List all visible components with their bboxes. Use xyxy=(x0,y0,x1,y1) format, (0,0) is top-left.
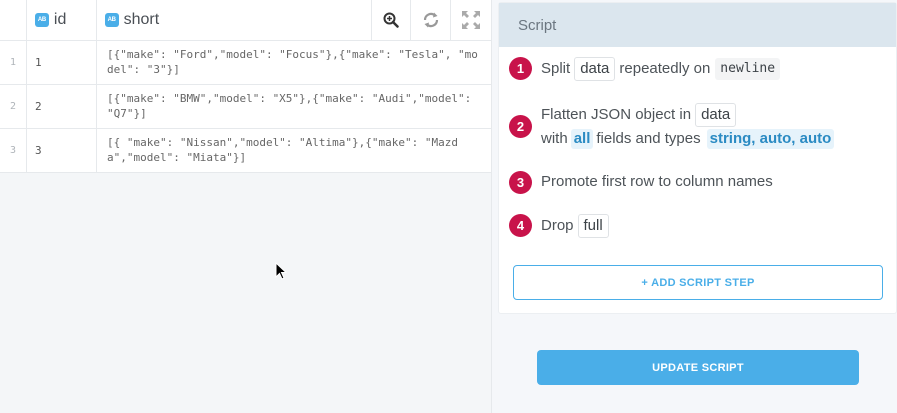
column-header-id[interactable]: AB id xyxy=(27,0,97,40)
row-index-header xyxy=(0,0,27,40)
row-index: 1 xyxy=(0,41,27,84)
fields-chip[interactable]: all xyxy=(570,129,594,149)
table-row[interactable]: 2 2 [{"make": "BMW","model": "X5"},{"mak… xyxy=(0,85,491,129)
data-grid: AB id AB short xyxy=(0,0,492,413)
column-chip[interactable]: full xyxy=(577,214,609,238)
delimiter-chip[interactable]: newline xyxy=(715,58,781,80)
step-text: repeatedly on xyxy=(619,60,711,77)
add-script-step-button[interactable]: + ADD SCRIPT STEP xyxy=(513,265,883,300)
column-header-short[interactable]: AB short xyxy=(97,0,372,40)
step-text: Split xyxy=(541,60,571,77)
script-step-3[interactable]: 3 Promote first row to column names xyxy=(509,171,773,194)
expand-icon xyxy=(462,11,481,29)
grid-rows: 1 1 [{"make": "Ford","model": "Focus"},{… xyxy=(0,41,491,173)
step-number-badge: 2 xyxy=(509,115,532,138)
zoom-button[interactable] xyxy=(372,0,412,40)
step-number-badge: 3 xyxy=(509,171,532,194)
table-row[interactable]: 1 1 [{"make": "Ford","model": "Focus"},{… xyxy=(0,41,491,85)
column-chip[interactable]: data xyxy=(695,103,737,127)
script-panel-header: Script xyxy=(499,3,896,47)
cell-id[interactable]: 3 xyxy=(27,129,97,172)
script-step-2[interactable]: 2 Flatten JSON object in data with all f… xyxy=(509,103,837,150)
step-text: Drop xyxy=(541,217,574,234)
panel-title: Script xyxy=(518,16,557,34)
script-panel: Script 1 Split data repeatedly on newlin… xyxy=(498,2,897,314)
update-script-button[interactable]: UPDATE SCRIPT xyxy=(537,350,859,385)
column-name: short xyxy=(123,11,160,28)
types-chip[interactable]: string, auto, auto xyxy=(706,129,835,149)
script-step-1[interactable]: 1 Split data repeatedly on newline xyxy=(509,57,781,81)
refresh-icon xyxy=(423,12,438,28)
cell-id[interactable]: 2 xyxy=(27,85,97,128)
expand-button[interactable] xyxy=(451,0,491,40)
step-number-badge: 1 xyxy=(509,57,532,80)
mouse-cursor-icon xyxy=(275,262,288,280)
script-step-4[interactable]: 4 Drop full xyxy=(509,214,613,238)
step-number-badge: 4 xyxy=(509,214,532,237)
step-text: with xyxy=(541,130,568,147)
cell-id[interactable]: 1 xyxy=(27,41,97,84)
refresh-button[interactable] xyxy=(411,0,452,40)
string-type-icon: AB xyxy=(34,13,49,27)
column-name: id xyxy=(53,11,67,28)
step-text: Flatten JSON object in xyxy=(541,106,692,123)
cell-short[interactable]: [{"make": "Ford","model": "Focus"},{"mak… xyxy=(107,48,478,76)
row-index: 2 xyxy=(0,85,27,128)
table-row[interactable]: 3 3 [{ "make": "Nissan","model": "Altima… xyxy=(0,129,491,173)
step-text: Promote first row to column names xyxy=(541,173,773,190)
cell-short[interactable]: [{ "make": "Nissan","model": "Altima"},{… xyxy=(107,136,458,164)
step-text: fields and types xyxy=(596,130,701,147)
zoom-in-icon xyxy=(383,12,399,28)
grid-header: AB id AB short xyxy=(0,0,491,41)
column-chip[interactable]: data xyxy=(574,57,616,81)
row-index: 3 xyxy=(0,129,27,172)
cell-short[interactable]: [{"make": "BMW","model": "X5"},{"make": … xyxy=(107,92,478,120)
string-type-icon: AB xyxy=(104,13,119,27)
